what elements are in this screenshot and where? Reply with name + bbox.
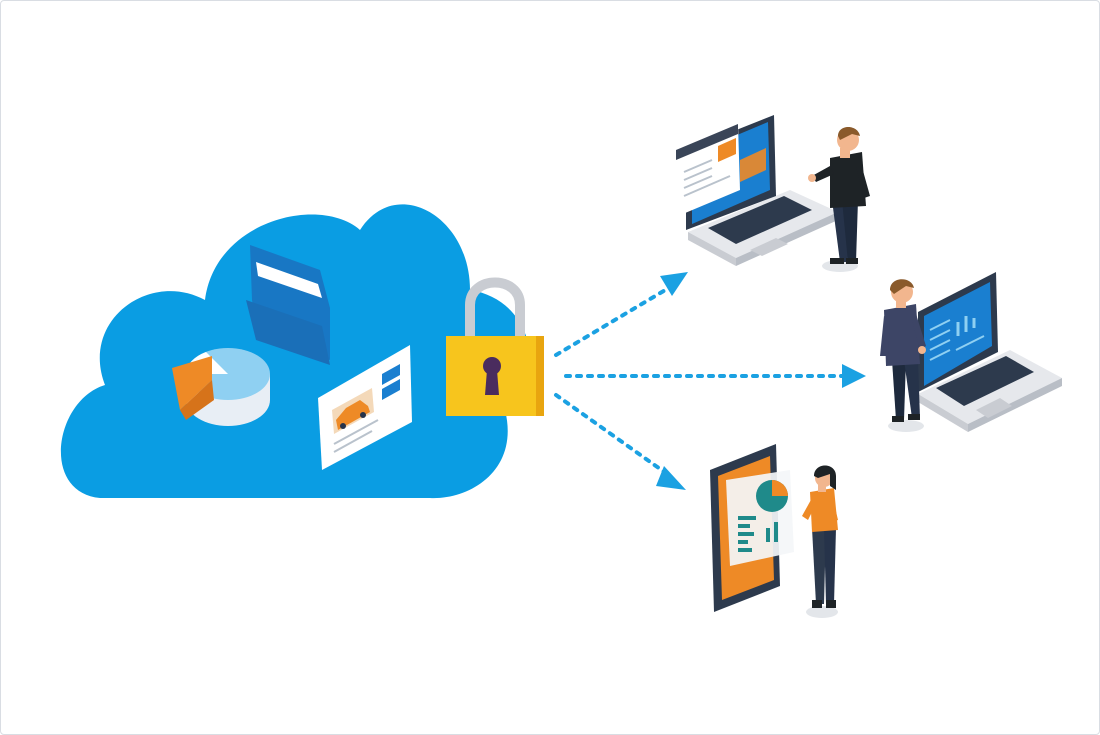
- car-card-icon: [318, 345, 412, 470]
- arrow-to-middle-user: [564, 364, 866, 388]
- person-icon-middle: [880, 279, 926, 432]
- padlock-icon: [446, 277, 544, 416]
- arrow-to-bottom-user: [554, 393, 686, 490]
- person-icon-bottom: [802, 465, 838, 618]
- laptop-icon-top: [676, 115, 838, 266]
- person-icon-top: [808, 127, 870, 272]
- tablet-icon: [710, 444, 794, 612]
- pie-chart-icon: [172, 348, 270, 426]
- folder-icon: [246, 245, 330, 365]
- laptop-icon-middle: [918, 272, 1062, 432]
- arrow-to-top-user: [554, 272, 688, 357]
